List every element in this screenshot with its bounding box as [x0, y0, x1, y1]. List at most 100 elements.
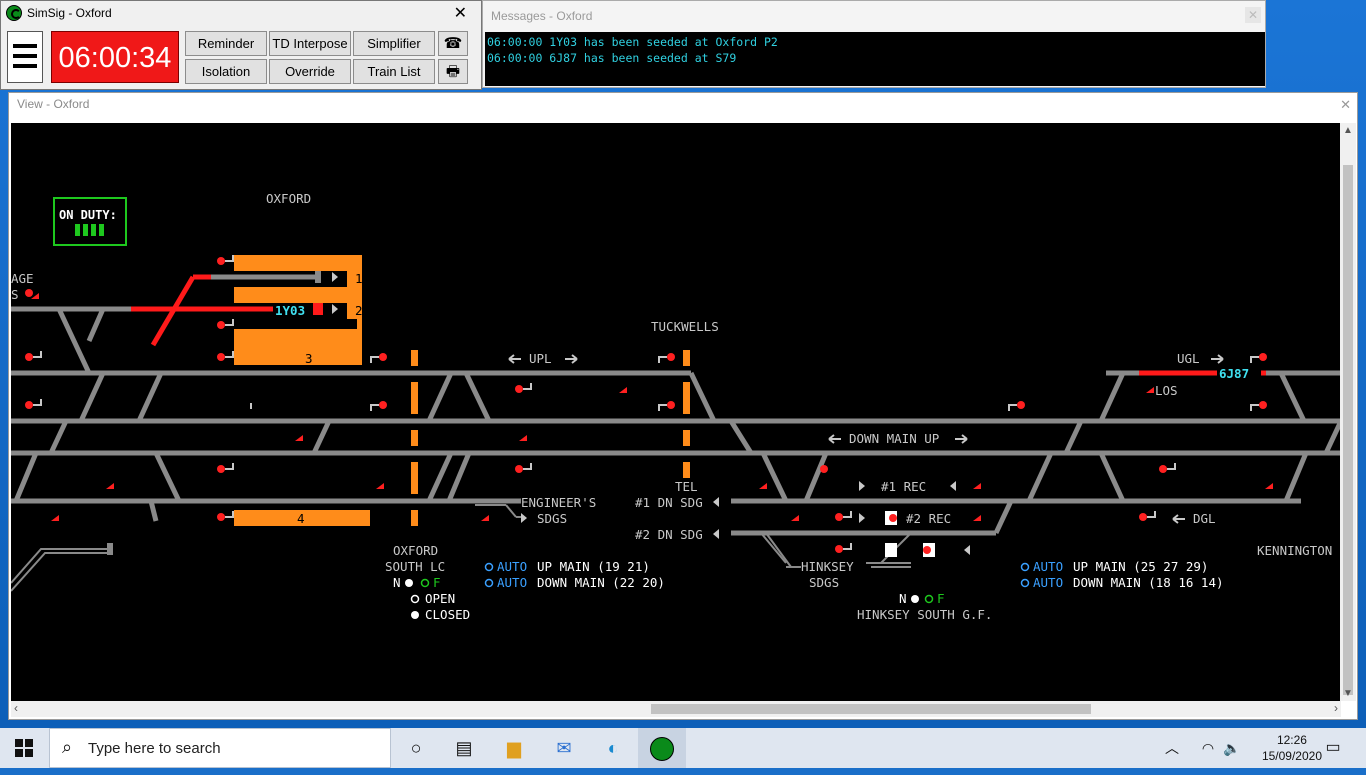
simplifier-button[interactable]: Simplifier — [353, 31, 435, 56]
s-label: S — [11, 287, 19, 302]
lc-open: OPEN — [425, 591, 455, 606]
platform-4-number: 4 — [297, 511, 305, 526]
lc-indicators — [405, 511, 1030, 619]
tuckwells-marker — [683, 462, 690, 478]
buffer-stop — [107, 543, 113, 555]
oxford-south-lc-line2: SOUTH LC — [385, 559, 445, 574]
view-window-title: View - Oxford — [17, 97, 90, 111]
rec2-label: #2 REC — [906, 511, 951, 526]
ugl-label: UGL — [1177, 351, 1200, 366]
station-oxford: OXFORD — [266, 191, 311, 206]
mail-icon[interactable]: ✉ — [556, 738, 572, 758]
scroll-left-icon[interactable]: ‹ — [14, 701, 18, 715]
main-window-title: SimSig - Oxford — [27, 6, 112, 20]
message-line: 06:00:00 6J87 has been seeded at S79 — [487, 51, 737, 65]
lc-n: N — [393, 575, 401, 590]
auto-right-up-main: UP MAIN (25 27 29) — [1073, 559, 1208, 574]
menu-button[interactable] — [7, 31, 43, 83]
station-tuckwells: TUCKWELLS — [651, 319, 719, 334]
platform-2-number: 2 — [355, 303, 363, 318]
platform-1-number: 1 — [355, 271, 363, 286]
vertical-scroll-thumb[interactable] — [1343, 165, 1353, 695]
crossing-marker — [411, 350, 418, 366]
messages-window: Messages - Oxford ✕ 06:00:00 1Y03 has be… — [482, 0, 1266, 88]
scroll-right-icon[interactable]: › — [1334, 701, 1338, 715]
main-close-button[interactable]: ✕ — [453, 5, 467, 22]
vertical-scrollbar[interactable]: ▲ ▼ — [1340, 123, 1356, 701]
upl-label: UPL — [529, 351, 552, 366]
svg-text:ON DUTY:: ON DUTY: — [59, 208, 117, 222]
auto-left-down: AUTO — [497, 575, 527, 590]
direction-arrows — [332, 272, 970, 555]
printer-icon[interactable]: 🖶 — [438, 59, 468, 84]
isolation-button[interactable]: Isolation — [185, 59, 267, 84]
view-close-button[interactable]: ✕ — [1340, 97, 1351, 112]
crossing-marker — [411, 462, 418, 494]
crossing-marker — [411, 382, 418, 414]
hinksey-label: HINKSEY — [801, 559, 854, 574]
clock-time: 12:26 — [1276, 733, 1307, 747]
platforms — [234, 255, 690, 526]
station-kennington: KENNINGTON — [1257, 543, 1332, 558]
oxford-south-lc-line1: OXFORD — [393, 543, 438, 558]
tuckwells-marker — [683, 350, 690, 366]
hinksey-sdgs-label: SDGS — [809, 575, 839, 590]
reminder-button[interactable]: Reminder — [185, 31, 267, 56]
network-icon[interactable]: ◠ — [1201, 740, 1215, 756]
override-button[interactable]: Override — [269, 59, 351, 84]
windows-start-icon[interactable] — [0, 728, 48, 768]
engineers-sdgs-label: SDGS — [537, 511, 567, 526]
hinksey-gf-f: F — [937, 591, 945, 606]
lc-closed: CLOSED — [425, 607, 470, 622]
train-list-button[interactable]: Train List — [353, 59, 435, 84]
age-label: AGE — [11, 271, 34, 286]
auto-right-down: AUTO — [1033, 575, 1063, 590]
phone-icon[interactable]: ☎ — [438, 31, 468, 56]
signalling-panel[interactable]: OXFORD TUCKWELLS KENNINGTON AGE S 1 2 3 … — [11, 123, 1341, 701]
lc-f: F — [433, 575, 441, 590]
chevron-up-icon[interactable]: ︿ — [1165, 740, 1179, 756]
simsig-taskbar-icon[interactable] — [638, 728, 686, 768]
rec1-label: #1 REC — [881, 479, 926, 494]
platform-4 — [234, 510, 370, 526]
crossing-marker — [411, 510, 418, 526]
tuckwells-marker — [683, 382, 690, 414]
messages-list: 06:00:00 1Y03 has been seeded at Oxford … — [485, 32, 1265, 86]
scroll-up-icon[interactable]: ▲ — [1343, 125, 1353, 136]
tuckwells-marker — [683, 430, 690, 446]
scroll-down-icon[interactable]: ▼ — [1343, 688, 1353, 699]
message-line: 06:00:00 1Y03 has been seeded at Oxford … — [487, 35, 778, 49]
messages-close-button[interactable]: ✕ — [1245, 7, 1261, 23]
volume-icon[interactable]: 🔈 — [1223, 740, 1241, 756]
dn-sdg1-label: #1 DN SDG — [635, 495, 703, 510]
search-icon: ⌕ — [62, 737, 73, 757]
horizontal-scrollbar[interactable]: ‹ › — [11, 701, 1341, 717]
file-explorer-icon[interactable]: ▆ — [507, 738, 521, 758]
simsig-logo-icon — [6, 5, 22, 21]
sim-clock[interactable]: 06:00:34 — [51, 31, 179, 83]
dn-sdg2-label: #2 DN SDG — [635, 527, 703, 542]
auto-right-down-main: DOWN MAIN (18 16 14) — [1073, 575, 1224, 590]
taskbar: ⌕ Type here to search ○ ▤ ▆ ✉ ◐ ︿ ◠ 🔈 12… — [0, 728, 1366, 768]
dgl-label: DGL — [1193, 511, 1216, 526]
on-duty-box: ON DUTY: — [53, 197, 127, 246]
taskbar-search-box[interactable]: ⌕ Type here to search — [49, 728, 391, 768]
taskbar-clock[interactable]: 12:26 15/09/2020 — [1262, 732, 1322, 764]
simsig-main-window: SimSig - Oxford ✕ 06:00:34 Reminder TD I… — [0, 0, 482, 90]
edge-browser-icon[interactable]: ◐ — [607, 738, 619, 758]
td-interpose-button[interactable]: TD Interpose — [269, 31, 351, 56]
auto-right-up: AUTO — [1033, 559, 1063, 574]
auto-left-up: AUTO — [497, 559, 527, 574]
headcode-6j87: 6J87 — [1219, 366, 1249, 381]
cortana-icon[interactable]: ○ — [410, 738, 422, 758]
notification-icon[interactable]: ▭ — [1325, 739, 1341, 756]
auto-left-down-main: DOWN MAIN (22 20) — [537, 575, 665, 590]
tracks — [11, 274, 1341, 536]
horizontal-scroll-thumb[interactable] — [651, 704, 1091, 714]
task-view-icon[interactable]: ▤ — [455, 738, 473, 758]
messages-window-title: Messages - Oxford — [491, 9, 593, 23]
down-main-up-label: DOWN MAIN UP — [849, 431, 939, 446]
view-window: View - Oxford ✕ — [8, 92, 1358, 720]
search-placeholder: Type here to search — [88, 740, 221, 757]
headcode-1y03: 1Y03 — [275, 303, 305, 318]
